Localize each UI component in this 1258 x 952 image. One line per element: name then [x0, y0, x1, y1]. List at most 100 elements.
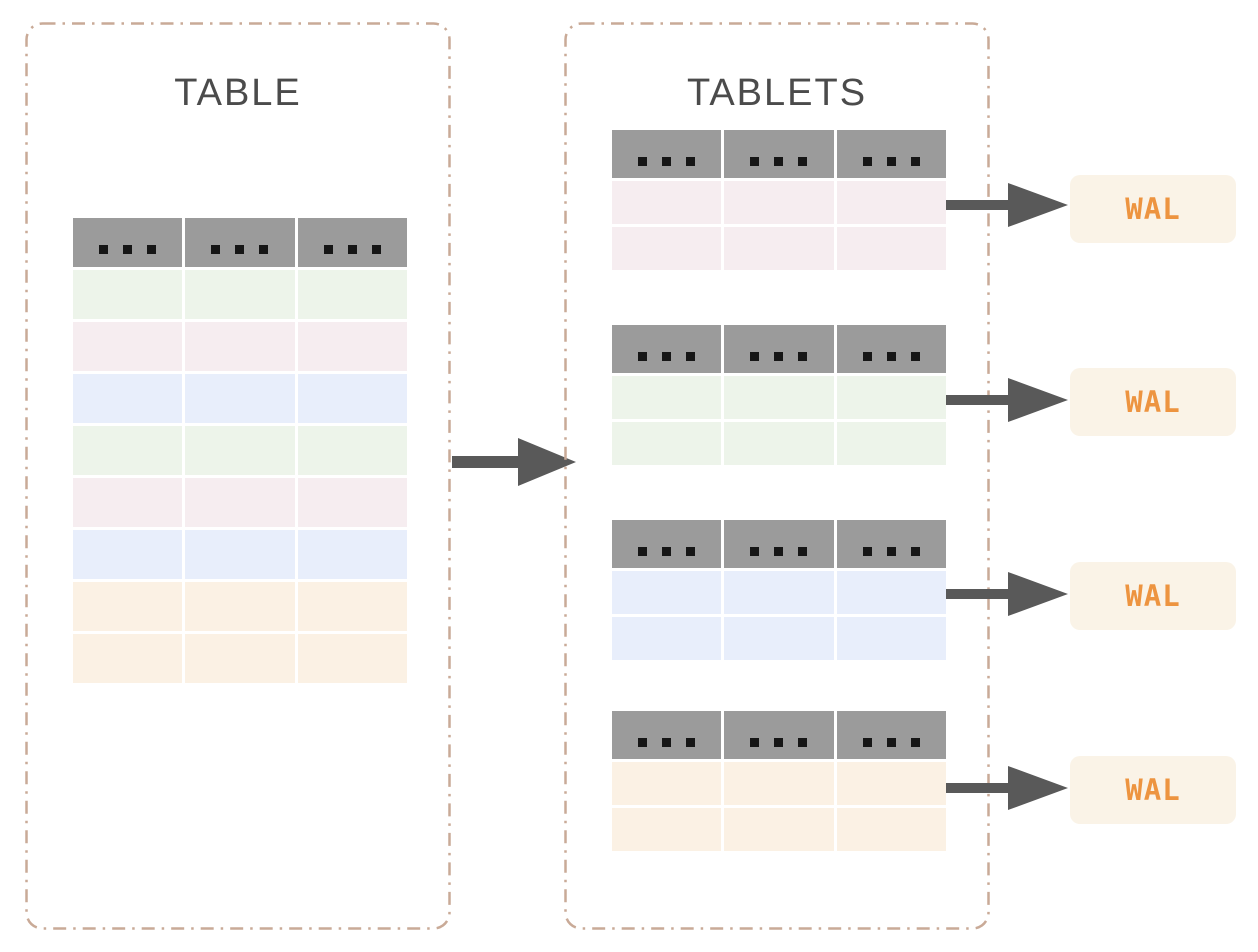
- table-row-blue: [612, 617, 946, 660]
- ellipsis-dot-icon: [862, 737, 872, 747]
- ellipsis-dot-icon: [750, 156, 760, 166]
- table-cell: [297, 270, 407, 319]
- table-cell: [73, 634, 183, 683]
- table-cell: [73, 270, 183, 319]
- ellipsis-dot-icon: [662, 546, 672, 556]
- table-cell: [73, 582, 183, 631]
- table-cell: [185, 270, 295, 319]
- table-cell: [73, 478, 183, 527]
- ellipsis-dot-icon: [798, 156, 808, 166]
- header-cell: [836, 711, 946, 759]
- table-cell: [836, 571, 946, 614]
- ellipsis-dot-icon: [886, 156, 896, 166]
- table-cell: [185, 634, 295, 683]
- table-cell: [297, 322, 407, 371]
- table-row-green: [73, 270, 407, 319]
- table-panel-dashed-border: [25, 22, 451, 930]
- tablets-panel-dashed-border: [564, 22, 990, 930]
- table-cell: [836, 227, 946, 270]
- table-cell: [724, 571, 834, 614]
- wal-arrow-icon: [946, 183, 1068, 227]
- ellipsis-dot-icon: [798, 737, 808, 747]
- table-cell: [185, 322, 295, 371]
- table-cell: [836, 422, 946, 465]
- header-cell: [612, 520, 722, 568]
- wal-label: WAL: [1125, 192, 1181, 226]
- ellipsis-dot-icon: [323, 245, 333, 254]
- ellipsis-dot-icon: [886, 737, 896, 747]
- header-cell: [612, 130, 722, 178]
- table-cell: [73, 322, 183, 371]
- ellipsis-dot-icon: [371, 245, 381, 254]
- table-panel: TABLE: [25, 22, 451, 930]
- wal-arrow-icon: [946, 766, 1068, 810]
- ellipsis-dot-icon: [686, 737, 696, 747]
- wal-label: WAL: [1125, 579, 1181, 613]
- table-row-blue: [612, 571, 946, 614]
- table-cell: [724, 422, 834, 465]
- table-cell: [297, 530, 407, 579]
- ellipsis-dot-icon: [750, 546, 760, 556]
- ellipsis-dot-icon: [750, 351, 760, 361]
- table-cell: [724, 376, 834, 419]
- partition-arrow-icon: [452, 438, 576, 486]
- table-row-orange: [73, 582, 407, 631]
- tablets-panel: TABLETS: [564, 22, 990, 930]
- table-header-row: [612, 325, 946, 373]
- table-row-orange: [612, 762, 946, 805]
- table-cell: [724, 762, 834, 805]
- table-cell: [73, 374, 183, 423]
- table-cell: [836, 617, 946, 660]
- ellipsis-dot-icon: [147, 245, 157, 254]
- table-cell: [612, 422, 722, 465]
- table-cell: [612, 617, 722, 660]
- table-cell: [297, 478, 407, 527]
- ellipsis-dot-icon: [638, 737, 648, 747]
- header-cell: [185, 218, 295, 267]
- table-row-orange: [73, 634, 407, 683]
- ellipsis-dot-icon: [910, 737, 920, 747]
- ellipsis-dot-icon: [686, 546, 696, 556]
- table-cell: [724, 617, 834, 660]
- ellipsis-dot-icon: [910, 546, 920, 556]
- header-cell: [836, 130, 946, 178]
- ellipsis-dot-icon: [99, 245, 109, 254]
- ellipsis-dot-icon: [862, 546, 872, 556]
- ellipsis-dot-icon: [910, 156, 920, 166]
- table-cell: [836, 376, 946, 419]
- table-cell: [185, 478, 295, 527]
- table-cell: [612, 762, 722, 805]
- wal-arrow-icon: [946, 572, 1068, 616]
- table-cell: [612, 808, 722, 851]
- tablet-table-3: [612, 520, 946, 660]
- ellipsis-dot-icon: [774, 156, 784, 166]
- table-cell: [73, 426, 183, 475]
- wal-arrow-icon: [946, 378, 1068, 422]
- wal-box-4: WAL: [1070, 756, 1236, 824]
- table-cell: [724, 227, 834, 270]
- ellipsis-dot-icon: [862, 351, 872, 361]
- table-cell: [185, 530, 295, 579]
- table-cell: [612, 376, 722, 419]
- ellipsis-dot-icon: [686, 351, 696, 361]
- ellipsis-dot-icon: [774, 351, 784, 361]
- tablet-table-1: [612, 130, 946, 270]
- ellipsis-dot-icon: [886, 546, 896, 556]
- table-cell: [836, 181, 946, 224]
- table-row-blue: [73, 530, 407, 579]
- ellipsis-dot-icon: [638, 546, 648, 556]
- ellipsis-dot-icon: [123, 245, 133, 254]
- table-header-row: [73, 218, 407, 267]
- table-cell: [297, 582, 407, 631]
- header-cell: [724, 520, 834, 568]
- table-row-pink: [73, 478, 407, 527]
- ellipsis-dot-icon: [638, 156, 648, 166]
- ellipsis-dot-icon: [347, 245, 357, 254]
- tablet-table-4: [612, 711, 946, 851]
- ellipsis-dot-icon: [662, 737, 672, 747]
- ellipsis-dot-icon: [662, 351, 672, 361]
- table-cell: [724, 808, 834, 851]
- table-cell: [185, 374, 295, 423]
- source-table: [73, 218, 407, 683]
- header-cell: [297, 218, 407, 267]
